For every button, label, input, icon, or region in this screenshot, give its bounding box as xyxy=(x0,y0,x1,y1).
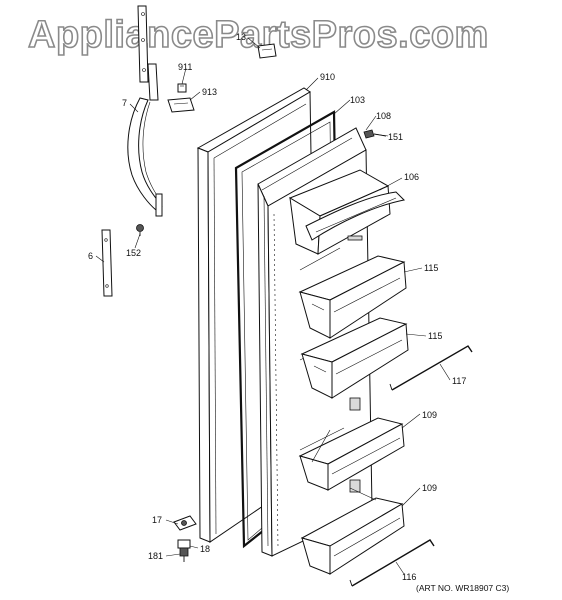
callout-181: 181 xyxy=(148,551,163,561)
door-bin-109-lower xyxy=(300,487,405,575)
callout-151: 151 xyxy=(388,132,403,142)
callout-109-upper: 109 xyxy=(422,410,437,420)
callout-115-upper: 115 xyxy=(424,263,438,273)
callout-106: 106 xyxy=(404,172,419,182)
callout-7: 7 xyxy=(122,98,127,108)
retainer-bar-116 xyxy=(349,539,435,587)
screw-152 xyxy=(136,224,144,236)
retainer-bar-117 xyxy=(389,345,473,391)
dairy-compartment-106 xyxy=(288,169,406,255)
handle-bracket-upper xyxy=(137,5,159,101)
leader-lines xyxy=(95,37,451,575)
door-bin-109-upper xyxy=(298,417,405,491)
callout-152: 152 xyxy=(126,248,141,258)
door-handle-part xyxy=(127,97,163,217)
bottom-hinge-parts xyxy=(173,515,197,562)
top-bracket-part xyxy=(257,43,277,59)
callout-117: 117 xyxy=(452,376,466,386)
hardware-911-913 xyxy=(167,83,195,113)
callout-911: 911 xyxy=(178,62,192,72)
door-shelf-115-lower xyxy=(300,317,409,399)
door-shelf-115-upper xyxy=(298,255,407,339)
callout-103: 103 xyxy=(350,95,365,105)
callout-18: 18 xyxy=(200,544,210,554)
callout-17: 17 xyxy=(152,515,162,525)
callout-6: 6 xyxy=(88,251,93,261)
callout-116: 116 xyxy=(402,572,416,582)
callout-115-lower: 115 xyxy=(428,331,442,341)
callout-top-bracket: 13 xyxy=(236,32,246,42)
callout-109-lower: 109 xyxy=(422,483,437,493)
art-number: (ART NO. WR18907 C3) xyxy=(416,583,509,593)
trim-piece-6 xyxy=(101,229,113,297)
callout-910: 910 xyxy=(320,72,335,82)
callout-labels: 910 103 108 151 106 115 115 117 109 109 … xyxy=(88,32,509,593)
callout-913: 913 xyxy=(202,87,217,97)
callout-108: 108 xyxy=(376,111,391,121)
